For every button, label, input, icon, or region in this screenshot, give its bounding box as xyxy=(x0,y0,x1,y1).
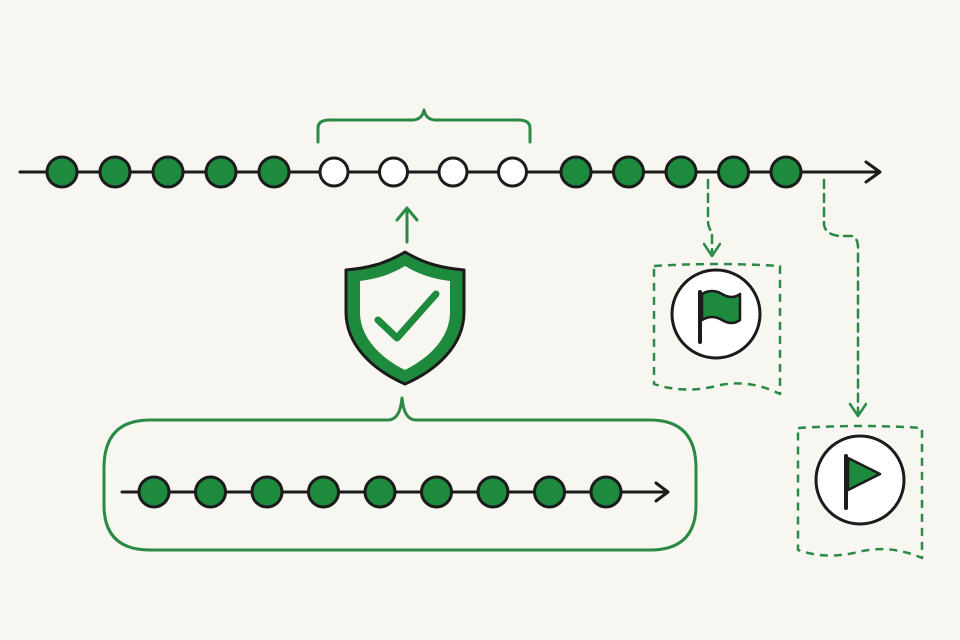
replacement-node xyxy=(589,475,623,509)
replacement-node xyxy=(307,475,340,509)
timeline-node-filled xyxy=(664,155,698,189)
main-timeline xyxy=(18,155,882,189)
checkpoint-card-2 xyxy=(796,424,924,560)
replacement-sequence xyxy=(120,475,670,509)
replacement-node xyxy=(250,475,284,509)
up-arrow-icon xyxy=(395,206,419,244)
replacement-node xyxy=(194,475,227,509)
timeline-node-missing xyxy=(318,156,350,188)
timeline-node-filled xyxy=(45,155,79,189)
pennant-flag-icon xyxy=(844,454,882,510)
replacement-arrowhead xyxy=(654,481,670,503)
gap-brace xyxy=(316,108,532,144)
timeline-node-missing xyxy=(497,156,528,188)
timeline-node-filled xyxy=(559,155,593,189)
replacement-node xyxy=(476,475,510,509)
timeline-node-filled xyxy=(717,155,750,189)
shield-check-icon xyxy=(344,250,466,386)
wavy-flag-icon xyxy=(698,289,742,344)
timeline-node-missing xyxy=(437,156,469,188)
checkpoint-connector-2 xyxy=(822,178,868,418)
timeline-node-filled xyxy=(769,155,803,189)
main-timeline-nodes xyxy=(45,155,803,189)
checkpoint-connector-1 xyxy=(702,178,722,258)
replacement-node xyxy=(533,475,566,509)
replacement-nodes xyxy=(137,475,623,509)
timeline-node-filled xyxy=(257,155,291,189)
timeline-node-filled xyxy=(204,155,238,189)
checkpoint-banner xyxy=(796,424,924,560)
timeline-node-filled xyxy=(98,155,132,189)
timeline-node-filled xyxy=(151,155,185,189)
main-timeline-arrowhead xyxy=(864,160,882,184)
timeline-node-filled xyxy=(612,155,645,189)
replacement-brace-box xyxy=(102,396,698,552)
timeline-node-missing xyxy=(378,156,409,188)
replacement-node xyxy=(363,475,397,509)
check-mark-icon xyxy=(374,290,440,342)
replacement-node xyxy=(420,475,453,509)
checkpoint-card-1 xyxy=(652,262,782,396)
replacement-node xyxy=(137,475,171,509)
checkpoint-banner xyxy=(652,262,782,396)
